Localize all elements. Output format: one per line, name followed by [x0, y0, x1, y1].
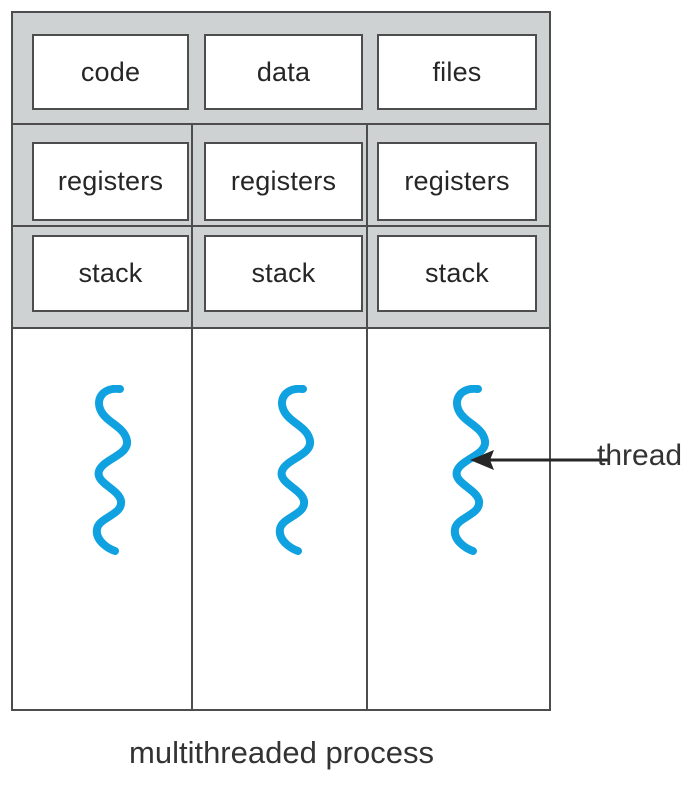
cell-registers-2-label: registers — [230, 166, 337, 196]
cell-stack-3-label: stack — [424, 258, 490, 288]
row-divider-2 — [13, 225, 549, 227]
cell-registers-1: registers — [32, 142, 189, 221]
cell-files: files — [377, 34, 537, 110]
row-divider-3 — [13, 327, 549, 329]
column-divider-1 — [191, 123, 193, 709]
cell-registers-2: registers — [204, 142, 363, 221]
cell-stack-2-label: stack — [251, 258, 316, 288]
thread-squiggle-icon-1 — [73, 385, 143, 555]
cell-data: data — [204, 34, 363, 110]
row-divider-1 — [13, 123, 549, 125]
cell-data-label: data — [256, 56, 311, 87]
cell-registers-3-label: registers — [404, 166, 510, 196]
cell-stack-1-label: stack — [78, 258, 143, 288]
cell-code-label: code — [80, 56, 141, 87]
cell-registers-1-label: registers — [57, 166, 164, 196]
cell-registers-3: registers — [377, 142, 537, 221]
cell-stack-1: stack — [32, 235, 189, 312]
thread-squiggle-icon-3 — [431, 385, 501, 555]
multithreaded-process-frame: code data files registers registers regi… — [11, 11, 551, 711]
cell-code: code — [32, 34, 189, 110]
column-divider-2 — [366, 123, 368, 709]
cell-stack-2: stack — [204, 235, 363, 312]
thread-arrow-icon — [468, 443, 608, 477]
diagram-caption: multithreaded process — [129, 735, 434, 770]
thread-annotation-label: thread — [597, 439, 683, 472]
cell-stack-3: stack — [377, 235, 537, 312]
thread-squiggle-icon-2 — [256, 385, 326, 555]
cell-files-label: files — [432, 56, 482, 87]
